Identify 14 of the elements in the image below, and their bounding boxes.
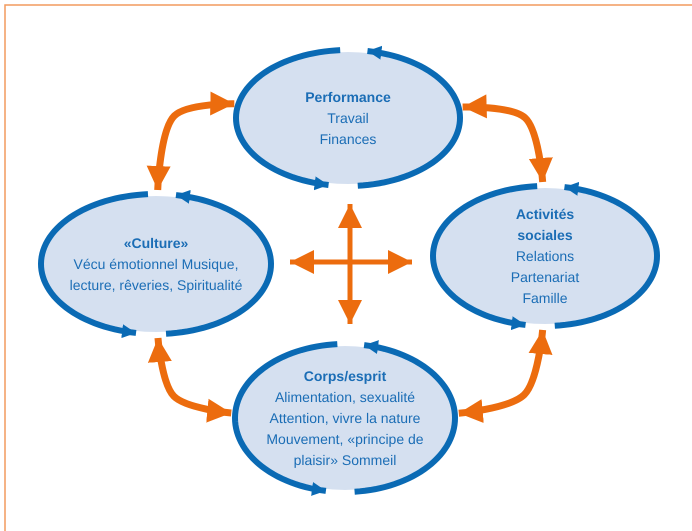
node-heading: «Culture»	[124, 234, 188, 252]
double-headed-curved-arrow	[338, 204, 362, 324]
double-headed-curved-arrow	[148, 338, 232, 422]
node-text: Alimentation, sexualité Attention, vivre la nature Mouvement, «principe de plaisir» Sommeil	[265, 388, 425, 470]
double-headed-curved-arrow	[458, 330, 552, 423]
node-heading: Activités sociales	[514, 204, 576, 244]
node-text: Relations Partenariat Famille	[510, 246, 580, 308]
double-headed-curved-arrow	[462, 94, 553, 182]
double-headed-curved-arrow	[146, 92, 234, 190]
node-text: Travail Finances	[318, 108, 378, 148]
node-text: Vécu émotionnel Musique, lecture, rêveries, Spiritualité	[68, 254, 244, 295]
double-headed-curved-arrow	[290, 250, 412, 274]
node-heading: Corps/esprit	[304, 366, 386, 386]
node-heading: Performance	[305, 88, 391, 106]
